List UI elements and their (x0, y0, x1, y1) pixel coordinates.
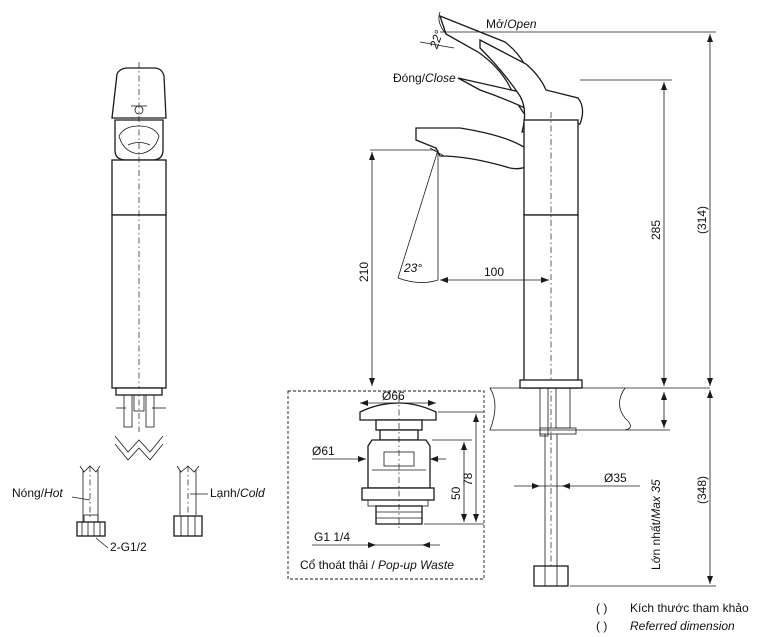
front-view-faucet (71, 62, 208, 549)
side-view-dimensions: 22° 210 23° 100 285 (314) (348) (357, 11, 716, 587)
open-label: Mở/Open (486, 17, 537, 31)
inlet-thread-label: 2-G1/2 (110, 540, 147, 554)
spout-reach: 100 (484, 265, 504, 279)
cold-label: Lạnh/Cold (210, 486, 265, 500)
lever-angle: 22° (426, 28, 446, 51)
popup-waste-detail: Ø66 Ø61 50 78 G1 1/4 Cổ thoát thải / Pop… (287, 389, 485, 580)
waste-top-diameter: Ø66 (382, 389, 405, 403)
waste-height-50: 50 (449, 486, 463, 500)
hose-length: (348) (695, 476, 709, 504)
spout-height: 210 (357, 262, 371, 282)
popup-waste-caption: Cổ thoát thải / Pop-up Waste (300, 558, 454, 572)
front-view-labels: Nóng/Hot Lạnh/Cold 2-G1/2 (12, 486, 265, 554)
side-view-faucet (415, 14, 710, 587)
lever-height: 285 (649, 220, 663, 240)
max-counter-thickness: Lớn nhất/Max 35 (649, 479, 663, 570)
waste-body-diameter: Ø61 (312, 444, 335, 458)
legend-reference-en: Referred dimension (630, 619, 735, 633)
total-height: (314) (695, 206, 709, 234)
legend-reference-vi: Kích thước tham khảo (630, 601, 749, 615)
spout-angle: 23° (403, 261, 422, 275)
legend-bracket-1: ( ) (596, 601, 608, 615)
waste-thread: G1 1/4 (314, 530, 350, 544)
side-view-labels: Mở/Open Đóng/Close (393, 17, 537, 85)
legend-bracket-2: ( ) (596, 619, 608, 633)
hot-label: Nóng/Hot (12, 486, 63, 500)
waste-height-78: 78 (461, 472, 475, 486)
hole-diameter: Ø35 (604, 471, 627, 485)
close-label: Đóng/Close (393, 71, 456, 85)
